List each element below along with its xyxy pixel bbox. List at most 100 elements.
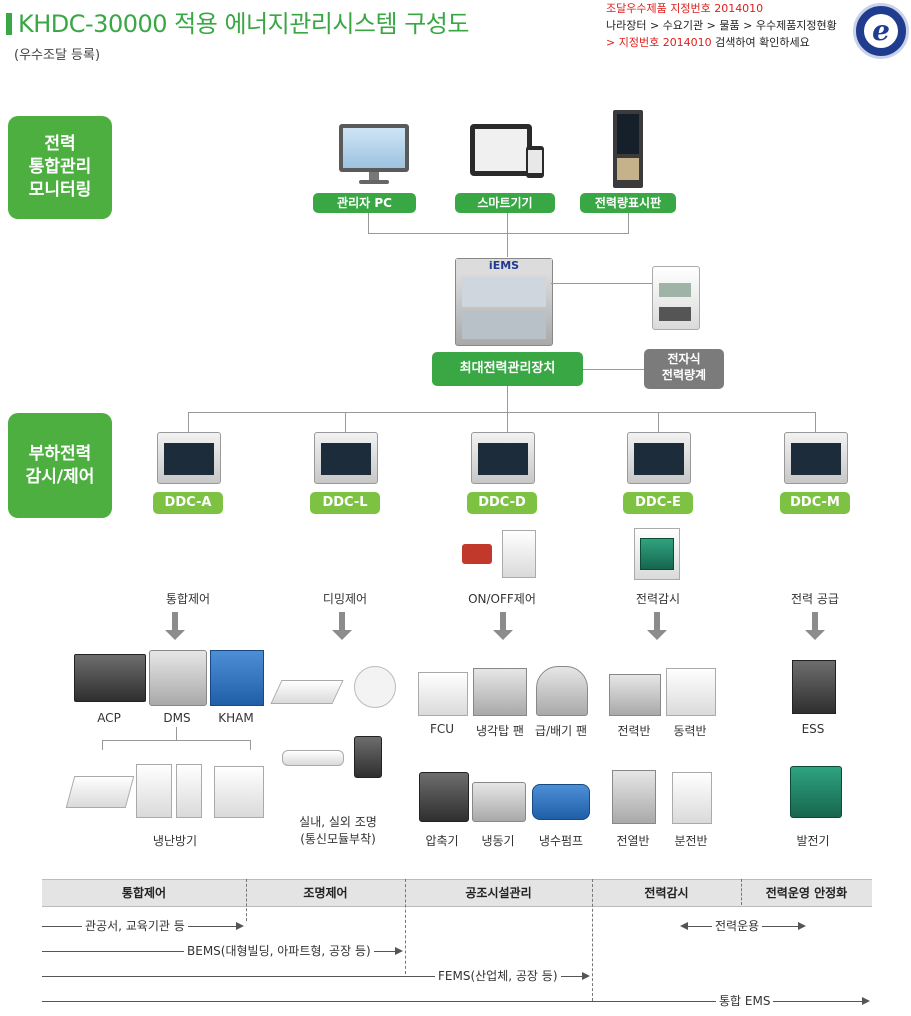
connector-line — [188, 412, 189, 432]
ess-label: ESS — [801, 722, 825, 736]
compressor-icon — [419, 772, 469, 822]
page-title: KHDC-30000 적용 에너지관리시스템 구성도 — [6, 4, 469, 39]
generator-icon — [790, 766, 842, 818]
connector-line — [551, 283, 652, 284]
lighting-label: 실내, 실외 조명 (통신모듈부착) — [299, 815, 377, 846]
connector-line — [368, 233, 629, 234]
generator-label: 발전기 — [796, 834, 830, 848]
connector-line — [102, 740, 103, 750]
title-bar-icon — [6, 13, 12, 35]
scope-power-operation: 전력운용 — [712, 919, 763, 933]
electronic-meter-label: 전자식 전력량계 — [644, 349, 724, 389]
display-board-label: 전력량표시판 — [580, 193, 676, 213]
notice-line-1: 조달우수제품 지정번호 2014010 — [606, 2, 764, 15]
section-monitoring: 전력 통합관리 모니터링 — [8, 116, 112, 219]
connector-line — [176, 727, 177, 740]
scope-bems: BEMS(대형빌딩, 아파트형, 공장 등) — [184, 944, 374, 958]
cooling-pump-label: 냉수펌프 — [538, 834, 584, 848]
motor-panel-icon — [666, 668, 716, 716]
hvac-label: 냉난방기 — [152, 834, 198, 848]
scope-integrated-ems: 통합 EMS — [716, 994, 774, 1008]
down-arrow-icon — [332, 612, 352, 640]
function-power-monitoring: 전력감시 — [635, 592, 681, 606]
connector-line — [345, 412, 346, 432]
connector-line — [658, 412, 659, 432]
function-dimming-control: 디밍제어 — [322, 592, 368, 606]
notice-line-2: 나라장터 > 수요기관 > 물품 > 우수제품지정현황 — [606, 19, 837, 32]
connector-line — [507, 386, 508, 412]
table-divider — [246, 879, 247, 921]
heat-panel-icon — [612, 770, 656, 824]
ddc-a-label: DDC-A — [153, 492, 223, 514]
connector-line — [815, 412, 816, 432]
scope-line — [42, 1001, 862, 1002]
distribution-panel-label: 분전반 — [674, 834, 708, 848]
connector-line — [507, 412, 508, 432]
right-arrow-icon — [395, 947, 403, 955]
power-panel-icon — [609, 674, 661, 716]
kham-manual-icon — [210, 650, 264, 706]
down-arrow-icon — [493, 612, 513, 640]
ddc-e-label: DDC-E — [623, 492, 693, 514]
table-header-integrated-control: 통합제어 — [121, 886, 167, 900]
motor-panel-label: 동력반 — [673, 724, 707, 738]
right-arrow-icon — [236, 922, 244, 930]
connector-line — [507, 233, 508, 257]
cooling-fan-label: 냉각탑 팬 — [476, 724, 524, 738]
ddc-l-device-icon — [314, 432, 378, 484]
display-board-icon — [613, 110, 643, 188]
ddc-e-device-icon — [627, 432, 691, 484]
distribution-panel-icon — [672, 772, 712, 824]
power-panel-label: 전력반 — [617, 724, 651, 738]
connector-line — [507, 213, 508, 233]
cooling-tower-fan-icon — [473, 668, 527, 716]
table-header: 통합제어 조명제어 공조시설관리 전력감시 전력운영 안정화 — [42, 879, 872, 907]
table-divider — [741, 879, 742, 905]
indoor-lighting-icon — [270, 662, 402, 718]
table-header-lighting-control: 조명제어 — [303, 886, 348, 900]
page-subtitle: (우수조달 등록) — [14, 48, 101, 63]
outdoor-lighting-icon — [282, 736, 402, 780]
ddc-d-device-icon — [471, 432, 535, 484]
smart-device-icon — [470, 124, 544, 182]
fcu-label: FCU — [429, 722, 455, 736]
table-divider — [405, 879, 406, 974]
scope-line — [42, 976, 582, 977]
certification-logo-icon: e — [853, 3, 909, 59]
function-onoff-control: ON/OFF제어 — [468, 592, 536, 606]
cooling-pump-icon — [532, 784, 590, 820]
left-arrow-icon — [680, 922, 688, 930]
heat-panel-label: 전열반 — [616, 834, 650, 848]
section-load-control: 부하전력 감시/제어 — [8, 413, 112, 518]
kham-label: KHAM — [218, 711, 254, 725]
connector-line — [583, 369, 644, 370]
down-arrow-icon — [165, 612, 185, 640]
connector-line — [368, 213, 369, 233]
ddc-a-device-icon — [157, 432, 221, 484]
connector-line — [628, 213, 629, 233]
max-power-controller-label: 최대전력관리장치 — [432, 352, 583, 386]
acp-device-icon — [74, 654, 146, 702]
table-header-hvac-management: 공조시설관리 — [465, 886, 532, 900]
down-arrow-icon — [805, 612, 825, 640]
power-monitor-icon — [634, 528, 680, 580]
chiller-icon — [472, 782, 526, 822]
table-header-power-stabilization: 전력운영 안정화 — [765, 886, 848, 900]
hvac-units-icon — [65, 764, 270, 818]
notice-line-3: > 지정번호 2014010 검색하여 확인하세요 — [606, 36, 810, 49]
dms-label: DMS — [163, 711, 191, 725]
ddc-d-label: DDC-D — [467, 492, 537, 514]
exhaust-fan-icon — [536, 666, 588, 716]
connector-line — [250, 740, 251, 750]
connector-line — [188, 412, 815, 413]
right-arrow-icon — [582, 972, 590, 980]
ess-icon — [792, 660, 836, 714]
function-power-supply: 전력 공급 — [791, 592, 839, 606]
admin-pc-label: 관리자 PC — [313, 193, 416, 213]
iems-device-icon: iEMS — [455, 258, 553, 346]
electronic-meter-icon — [652, 266, 700, 330]
right-arrow-icon — [798, 922, 806, 930]
chiller-label: 냉동기 — [481, 834, 515, 848]
table-header-power-monitoring: 전력감시 — [644, 886, 689, 900]
table-divider — [592, 879, 593, 1001]
